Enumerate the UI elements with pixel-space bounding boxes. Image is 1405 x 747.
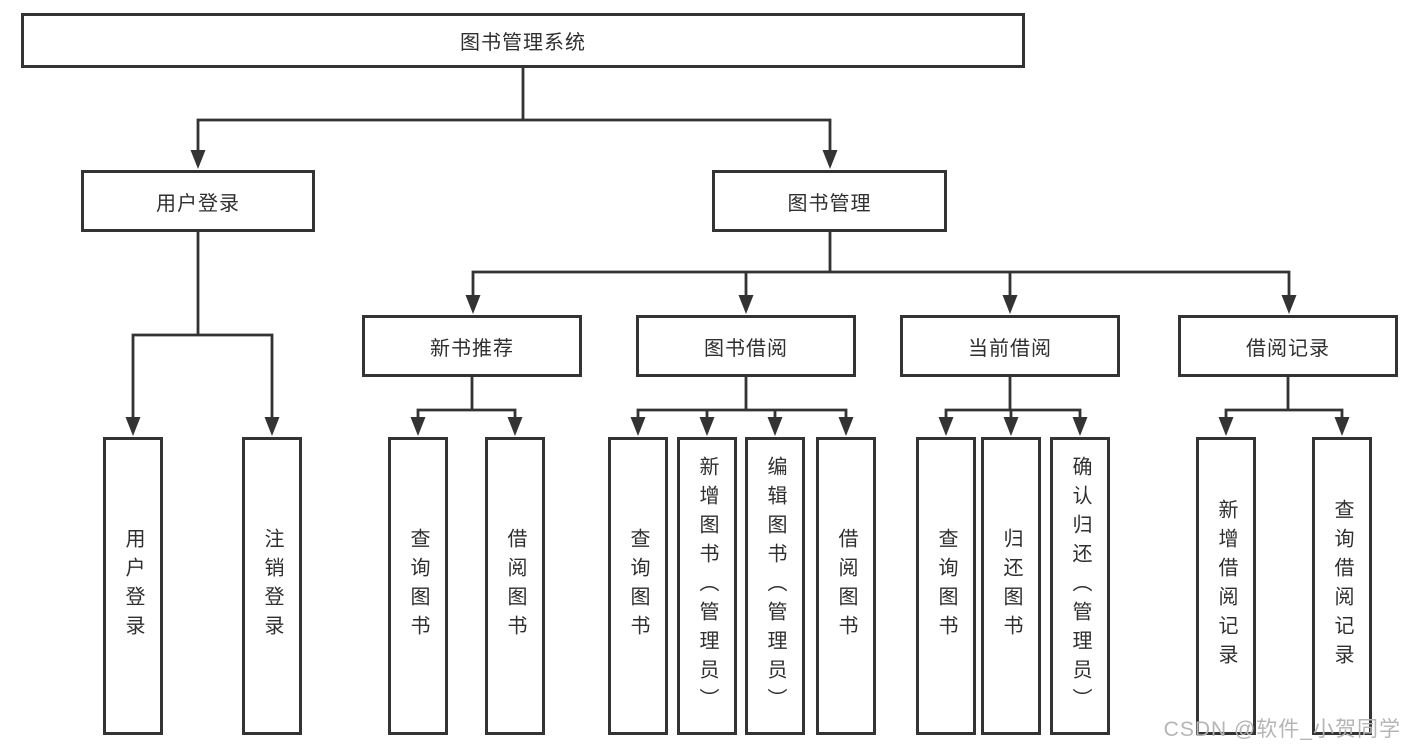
edge-records-to-leaves xyxy=(1224,377,1344,418)
leaf-logout-label: 注销登录 xyxy=(261,528,283,644)
arrowheads-leaves xyxy=(125,417,1350,436)
leaf-return-books: 归还图书 xyxy=(981,437,1041,735)
leaf-edit-books-admin: 编辑图书（管理员） xyxy=(745,437,805,735)
edge-newbooks-to-leaves xyxy=(416,377,517,418)
edge-bookmgmt-to-level3 xyxy=(471,232,1291,296)
leaf-query-books-current-label: 查询图书 xyxy=(935,528,957,644)
leaf-borrow-books-recommend-label: 借阅图书 xyxy=(504,528,526,644)
node-current-borrowing: 当前借阅 xyxy=(900,315,1120,377)
leaf-add-borrow-record-label: 新增借阅记录 xyxy=(1215,499,1237,673)
leaf-user-login-label: 用户登录 xyxy=(122,528,144,644)
node-root-label: 图书管理系统 xyxy=(460,32,586,54)
leaf-query-books-borrowing-label: 查询图书 xyxy=(627,528,649,644)
leaf-logout: 注销登录 xyxy=(242,437,302,735)
leaf-edit-books-admin-label: 编辑图书（管理员） xyxy=(764,455,786,717)
node-root: 图书管理系统 xyxy=(21,13,1025,68)
leaf-add-books-admin-label: 新增图书（管理员） xyxy=(696,455,718,717)
leaf-query-borrow-record: 查询借阅记录 xyxy=(1312,437,1372,735)
node-book-management: 图书管理 xyxy=(712,170,947,232)
node-user-login-label: 用户登录 xyxy=(156,192,240,215)
leaf-return-books-label: 归还图书 xyxy=(1000,528,1022,644)
leaf-user-login: 用户登录 xyxy=(103,437,163,735)
arrowheads-level3 xyxy=(465,295,1297,314)
leaf-add-borrow-record: 新增借阅记录 xyxy=(1196,437,1256,735)
edge-borrowing-to-leaves xyxy=(636,377,848,418)
leaf-borrow-books-label: 借阅图书 xyxy=(835,528,857,644)
node-borrow-records-label: 借阅记录 xyxy=(1246,337,1330,360)
node-current-borrowing-label: 当前借阅 xyxy=(968,337,1052,360)
node-book-borrowing: 图书借阅 xyxy=(636,315,856,377)
node-new-book-recommend: 新书推荐 xyxy=(362,315,582,377)
leaf-query-books-borrowing: 查询图书 xyxy=(608,437,668,735)
leaf-confirm-return-admin-label: 确认归还（管理员） xyxy=(1069,455,1091,717)
edge-current-to-leaves xyxy=(944,377,1082,418)
leaf-query-books-current: 查询图书 xyxy=(916,437,976,735)
node-user-login: 用户登录 xyxy=(81,170,315,232)
leaf-borrow-books-recommend: 借阅图书 xyxy=(485,437,545,735)
node-borrow-records: 借阅记录 xyxy=(1178,315,1398,377)
edge-userlogin-to-leaves xyxy=(131,232,274,418)
edge-root-to-level2 xyxy=(196,68,832,151)
leaf-query-books-recommend: 查询图书 xyxy=(388,437,448,735)
leaf-confirm-return-admin: 确认归还（管理员） xyxy=(1050,437,1110,735)
arrowheads-level2 xyxy=(190,150,838,169)
csdn-watermark: CSDN @软件_小贺同学 xyxy=(1163,718,1401,741)
node-book-borrowing-label: 图书借阅 xyxy=(704,337,788,360)
leaf-add-books-admin: 新增图书（管理员） xyxy=(677,437,737,735)
node-book-management-label: 图书管理 xyxy=(787,192,872,215)
leaf-query-books-recommend-label: 查询图书 xyxy=(407,528,429,644)
node-new-book-recommend-label: 新书推荐 xyxy=(430,337,514,360)
leaf-borrow-books: 借阅图书 xyxy=(816,437,876,735)
leaf-query-borrow-record-label: 查询借阅记录 xyxy=(1331,499,1353,673)
